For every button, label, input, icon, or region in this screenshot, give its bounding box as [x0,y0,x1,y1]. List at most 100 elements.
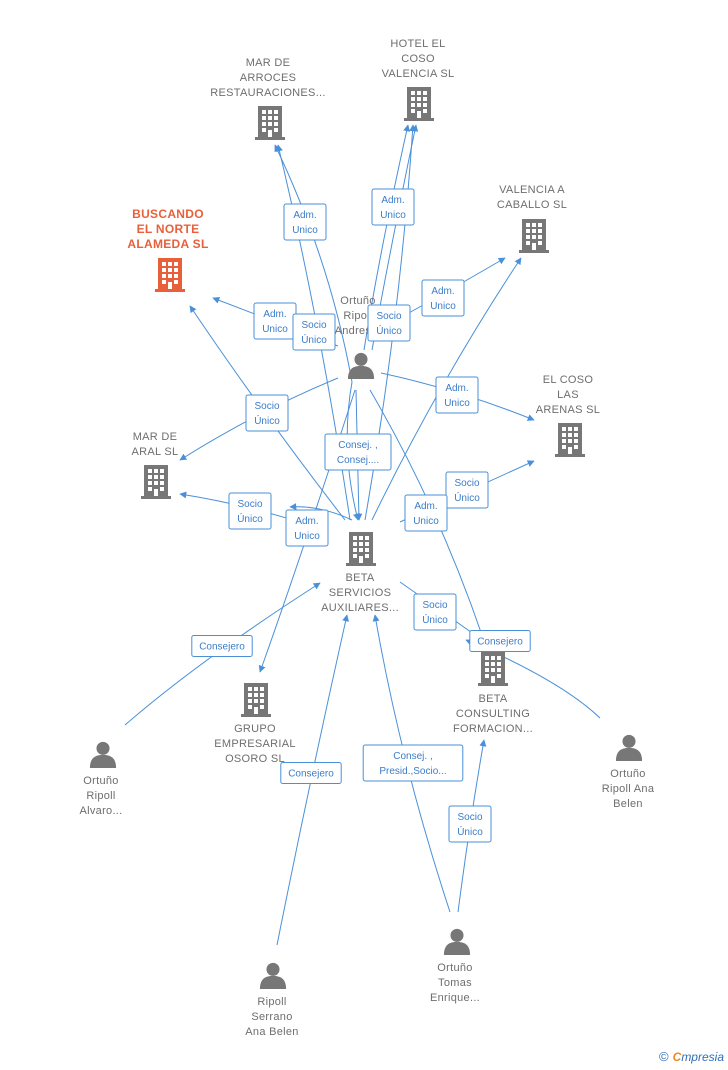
relation-label[interactable]: Adm. Unico [371,188,415,226]
relation-label-text: Unico [294,531,320,542]
relation-label[interactable]: Adm.Unico [435,376,479,414]
node-label: MAR DE [246,57,291,69]
node-alvaro[interactable]: OrtuñoRipollAlvaro... [79,741,122,817]
relation-label-text: Único [376,324,402,337]
node-label: Belen [613,798,643,810]
relation-label-box [283,203,327,241]
relation-label[interactable]: Adm.Unico [404,494,448,532]
node-label: Ripoll [257,996,286,1008]
relation-label-text: Único [454,491,480,504]
relation-label-text: Consejero [477,637,523,648]
relation-label-text: Unico [262,324,288,335]
relation-label[interactable]: Adm.Unico [421,279,465,317]
node-label: Serrano [251,1011,292,1023]
node-label: Ortuño [610,768,645,780]
copyright-symbol: © [659,1049,669,1064]
relation-label-text: Socio [376,311,401,322]
node-label: Tomas [438,977,472,989]
relation-label[interactable]: Consejero [280,762,342,784]
relation-label-text: Adm. [295,516,318,527]
node-label: VALENCIA A [499,184,565,196]
relation-label-box [280,762,342,784]
relation-label-text: Adm. [431,286,454,297]
relation-label-text: Único [237,512,263,525]
relation-label-box [245,394,289,432]
edge-andres-to-mar_arroces [274,144,353,383]
node-label: LAS [557,389,579,401]
relation-label[interactable]: Adm. Unico [253,302,297,340]
relation-label-box [469,630,531,652]
node-label: Alvaro... [79,805,122,817]
node-label: BUSCANDO [132,207,204,221]
building-icon [555,423,585,457]
relation-label[interactable]: Consejero [191,635,253,657]
person-icon [259,962,287,989]
person-icon [615,734,643,761]
node-label: Ana Belen [245,1026,298,1038]
building-icon [519,219,549,253]
person-icon [347,352,375,379]
relation-label-box [413,593,457,631]
relation-label-box [371,188,415,226]
node-mar_arroces[interactable]: MAR DEARROCESRESTAURACIONES... [210,57,326,140]
node-label: BETA [478,693,507,705]
relation-label-box [228,492,272,530]
relation-label-box [324,433,392,471]
node-label: FORMACION... [453,723,533,735]
relation-label[interactable]: Consej. ,Consej.... [324,433,392,471]
node-beta_servicios[interactable]: BETASERVICIOSAUXILIARES... [321,532,399,614]
empresia-logo[interactable]: ©Cmpresia [659,1049,724,1064]
relation-label-text: Unico [444,398,470,409]
relation-label-text: Unico [380,210,406,221]
node-label: EL NORTE [137,222,200,236]
relation-label-text: Consej. , [393,751,432,762]
relation-label-box [292,313,336,351]
node-label: Ortuño [340,295,375,307]
node-label: GRUPO [234,723,276,735]
relation-label-text: Socio [301,320,326,331]
relation-label[interactable]: Consejero [469,630,531,652]
relation-label-box [367,304,411,342]
relation-label-text: Consejero [288,769,334,780]
person-icon [443,928,471,955]
node-label: RESTAURACIONES... [210,87,326,99]
node-label: Ripoll [86,790,115,802]
relation-label-text: Único [254,414,280,427]
node-label: BETA [345,572,374,584]
person-icon [89,741,117,768]
relation-label-box [191,635,253,657]
node-label: Ripoll Ana [602,783,655,795]
relation-label-text: Socio [454,478,479,489]
node-label: OSORO SL [225,753,285,765]
relation-label-text: Adm. [263,309,286,320]
relation-label-text: Adm. [381,195,404,206]
node-beta_consulting[interactable]: BETACONSULTINGFORMACION... [453,652,533,735]
building-icon [255,106,285,140]
relation-label-text: Presid.,Socio... [379,766,446,777]
relation-label[interactable]: Consej. , Presid.,Socio... [362,744,464,782]
node-tomas[interactable]: OrtuñoTomasEnrique... [430,928,480,1004]
node-label: ARAL SL [132,446,179,458]
relation-label-text: Consejero [199,642,245,653]
relation-label[interactable]: Adm.Unico [283,203,327,241]
relation-label[interactable]: Adm. Unico [285,509,329,547]
relation-label-box [448,805,492,843]
relation-label-box [445,471,489,509]
